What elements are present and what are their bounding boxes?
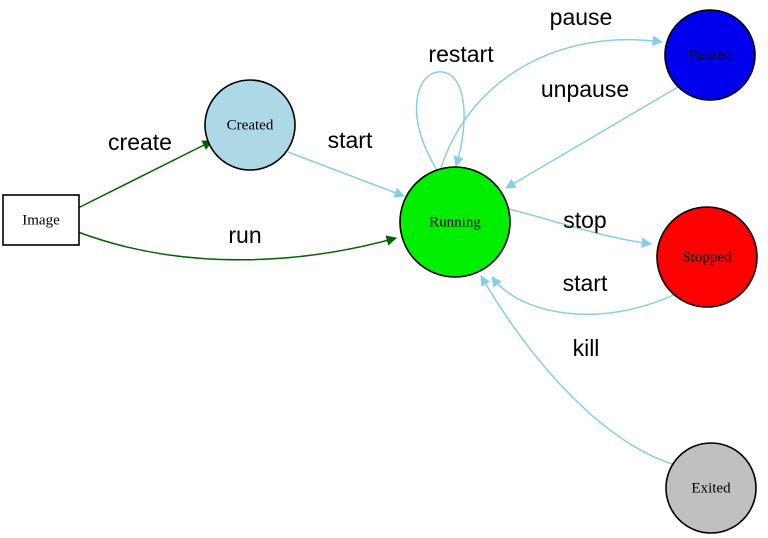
edge-label-pause: pause bbox=[550, 4, 613, 30]
node-image[interactable]: Image bbox=[2, 194, 80, 246]
node-paused-shape bbox=[664, 9, 756, 101]
edge-pause-path bbox=[440, 35, 664, 169]
node-exited-shape bbox=[665, 442, 757, 534]
edge-kill[interactable] bbox=[480, 275, 673, 465]
edge-label-start-stopped-running: start bbox=[563, 270, 608, 296]
edge-label-create: create bbox=[108, 129, 172, 155]
edge-label-kill: kill bbox=[573, 335, 600, 361]
edge-label-start-created-running: start bbox=[328, 127, 373, 153]
node-image-shape bbox=[2, 194, 80, 246]
edge-unpause[interactable] bbox=[505, 86, 679, 189]
node-running[interactable]: Running bbox=[399, 166, 511, 278]
edge-start-stopped-running[interactable] bbox=[491, 276, 679, 316]
edge-label-restart: restart bbox=[428, 41, 494, 67]
node-stopped-shape bbox=[656, 206, 758, 308]
edge-start1-path bbox=[287, 151, 405, 198]
edge-restart-self-loop[interactable] bbox=[415, 71, 465, 171]
edge-label-run: run bbox=[228, 222, 261, 248]
node-created-shape bbox=[204, 79, 296, 171]
edges-layer bbox=[77, 35, 679, 465]
edge-label-stop: stop bbox=[563, 207, 606, 233]
edge-pause[interactable] bbox=[440, 35, 664, 169]
edge-stop-path bbox=[508, 208, 653, 248]
node-stopped[interactable]: Stopped bbox=[656, 206, 758, 308]
edge-start-created-running[interactable] bbox=[287, 151, 405, 198]
edge-run-path bbox=[77, 231, 398, 261]
edge-create[interactable] bbox=[77, 140, 213, 209]
edge-restart-path bbox=[415, 71, 465, 171]
edge-create-path bbox=[77, 140, 213, 209]
nodes-layer: Image Created Running Paused Stopped Exi bbox=[2, 9, 758, 534]
node-paused[interactable]: Paused bbox=[664, 9, 756, 101]
edge-start2-path bbox=[491, 276, 679, 316]
node-created[interactable]: Created bbox=[204, 79, 296, 171]
node-running-shape bbox=[399, 166, 511, 278]
node-exited[interactable]: Exited bbox=[665, 442, 757, 534]
edge-label-unpause: unpause bbox=[541, 76, 629, 102]
edge-unpause-path bbox=[505, 86, 679, 189]
edge-stop[interactable] bbox=[508, 208, 653, 248]
edge-run[interactable] bbox=[77, 231, 398, 261]
edge-kill-path bbox=[480, 275, 673, 465]
